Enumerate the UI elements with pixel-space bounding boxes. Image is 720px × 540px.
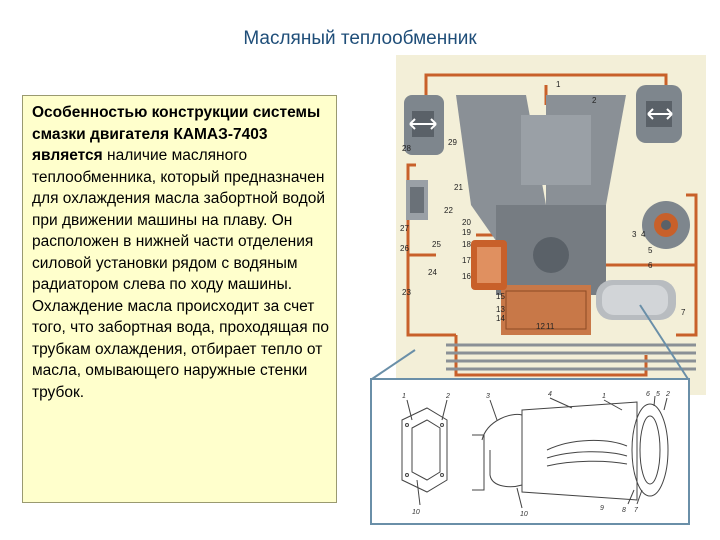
- right-turbocharger: [636, 85, 682, 143]
- detail-label-5: 5: [656, 391, 660, 398]
- heat-exchanger-detail-callout: 1 2 3 4 1 6 5 2 10 10 9 8 7: [370, 378, 690, 525]
- label-7: 7: [681, 308, 686, 317]
- label-20: 20: [462, 218, 471, 227]
- label-22: 22: [444, 206, 453, 215]
- label-15: 15: [496, 292, 505, 301]
- label-6: 6: [648, 261, 653, 270]
- oil-sump: [501, 285, 591, 335]
- heat-exchanger-tubes: [446, 343, 696, 371]
- oil-filter: [471, 240, 507, 290]
- label-17: 17: [462, 256, 471, 265]
- label-26: 26: [400, 244, 409, 253]
- description-text-box: Особенностью конструкции системы смазки …: [22, 95, 337, 503]
- label-3: 3: [632, 230, 637, 239]
- heat-exchanger-lines: [401, 395, 669, 509]
- detail-label-1b: 1: [602, 393, 606, 400]
- label-11: 11: [546, 322, 555, 331]
- detail-label-7: 7: [634, 507, 639, 514]
- label-28: 28: [402, 144, 411, 153]
- centrifugal-filter: [406, 180, 428, 220]
- label-23: 23: [402, 288, 411, 297]
- label-18: 18: [462, 240, 471, 249]
- detail-label-2b: 2: [665, 391, 670, 398]
- left-turbocharger: [404, 95, 444, 155]
- label-14: 14: [496, 314, 505, 323]
- label-16: 16: [462, 272, 471, 281]
- detail-label-9: 9: [600, 505, 604, 512]
- heat-exchanger-drawing: 1 2 3 4 1 6 5 2 10 10 9 8 7: [401, 391, 670, 518]
- description-bold-text: Особенностью конструкции системы смазки …: [32, 104, 321, 164]
- detail-callout-labels: 1 2 3 4 1 6 5 2 10 10 9 8 7: [402, 391, 670, 518]
- oil-pump: [642, 201, 690, 249]
- slide-title: Масляный теплообменник: [243, 28, 477, 49]
- label-19: 19: [462, 228, 471, 237]
- detail-label-8: 8: [622, 507, 626, 514]
- detail-label-10a: 10: [412, 509, 420, 516]
- label-29: 29: [448, 138, 457, 147]
- label-4: 4: [641, 230, 646, 239]
- label-13: 13: [496, 305, 505, 314]
- label-2: 2: [592, 96, 597, 105]
- description-regular-text: наличие масляного теплообменника, которы…: [32, 147, 329, 401]
- detail-label-4: 4: [548, 391, 552, 398]
- label-21: 21: [454, 183, 463, 192]
- lubrication-system-illustration: 1 2 3 4 5 6 7 11 12 13 14 15 16 17 18 19…: [400, 73, 698, 377]
- oil-radiator: [596, 280, 676, 320]
- detail-label-6: 6: [646, 391, 650, 398]
- detail-label-2a: 2: [445, 393, 450, 400]
- engine-callout-labels: 1 2 3 4 5 6 7 11 12 13 14 15 16 17 18 19…: [400, 80, 686, 331]
- label-25: 25: [432, 240, 441, 249]
- label-5: 5: [648, 246, 653, 255]
- label-27: 27: [400, 224, 409, 233]
- detail-label-1a: 1: [402, 393, 406, 400]
- engine-block: [456, 95, 626, 295]
- label-24: 24: [428, 268, 437, 277]
- lubrication-system-diagram: 1 2 3 4 5 6 7 11 12 13 14 15 16 17 18 19…: [396, 55, 706, 395]
- detail-label-3: 3: [486, 393, 490, 400]
- detail-label-10b: 10: [520, 511, 528, 518]
- label-12: 12: [536, 322, 545, 331]
- label-1: 1: [556, 80, 561, 89]
